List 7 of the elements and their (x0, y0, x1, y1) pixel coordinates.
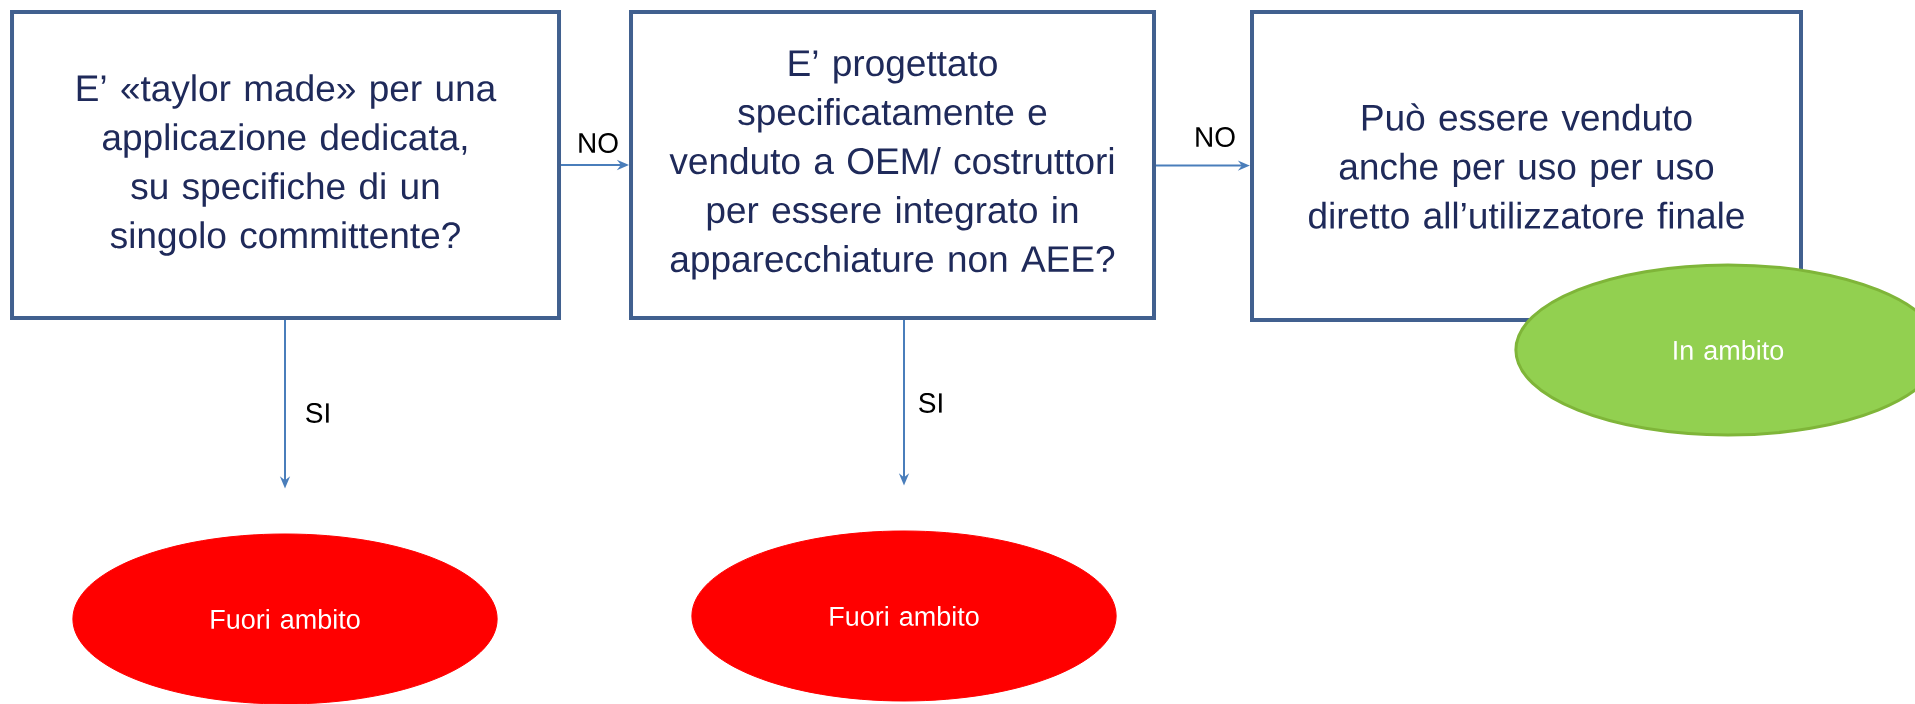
edge-label: NO (576, 132, 620, 154)
edge-label: SI (303, 402, 333, 424)
edge-label: NO (1193, 126, 1237, 148)
edge-label: SI (916, 392, 946, 414)
question-box: E’ «taylor made» per una applicazione dedicata, su specifiche di un singolo committente? (10, 10, 561, 320)
question-box: Può essere venduto anche per uso per uso diretto all’utilizzatore finale (1250, 10, 1803, 322)
question-box: E’ progettato specificatamente e venduto a OEM/ costruttori per essere integrato in apparecchiature non AEE? (629, 10, 1156, 320)
